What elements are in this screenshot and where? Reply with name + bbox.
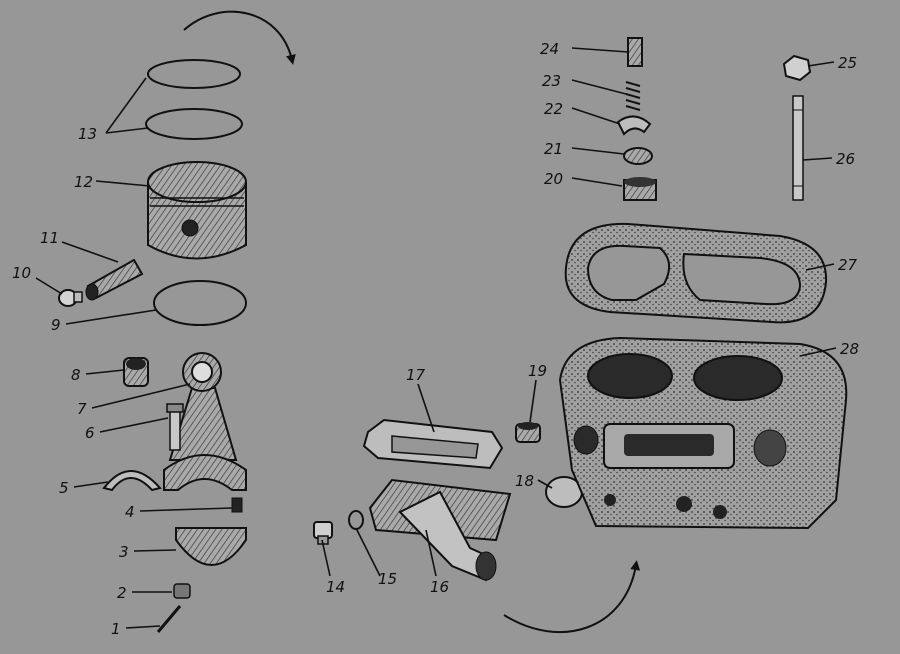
bottom-curved-arrow	[503, 560, 641, 634]
label-14: 14	[326, 578, 345, 596]
label-3: 3	[119, 543, 129, 561]
cotter-pin	[156, 605, 182, 633]
rod-cap	[175, 527, 247, 566]
label-12: 12	[74, 173, 93, 191]
pin-plug	[58, 289, 83, 307]
rod-bolt	[166, 403, 184, 451]
label-6: 6	[85, 424, 95, 442]
valve-seat	[515, 422, 541, 443]
label-8: 8	[71, 366, 81, 384]
label-23: 23	[542, 72, 561, 90]
drain-plug	[313, 521, 333, 545]
label-1: 1	[111, 620, 121, 638]
label-10: 10	[12, 264, 31, 282]
label-7: 7	[77, 400, 87, 418]
spring-retainer	[616, 115, 652, 136]
stud	[792, 95, 804, 201]
label-15: 15	[378, 570, 397, 588]
connecting-rod	[163, 352, 247, 491]
small-end-bushing	[123, 357, 149, 387]
rod-nut	[173, 583, 191, 599]
head-gasket	[564, 222, 828, 324]
label-13: 13	[78, 125, 97, 143]
label-24: 24	[540, 40, 559, 58]
piston-rings	[145, 59, 243, 140]
label-27: 27	[838, 256, 858, 274]
retaining-ring	[153, 280, 247, 326]
valve-disc	[623, 147, 653, 165]
label-26: 26	[836, 150, 855, 168]
label-17: 17	[406, 366, 426, 384]
label-18: 18	[515, 472, 534, 490]
inlet-pipe	[368, 478, 512, 582]
label-20: 20	[544, 170, 563, 188]
valve-cup	[623, 177, 657, 201]
label-2: 2	[117, 584, 127, 602]
piston-pin	[85, 258, 144, 301]
label-22: 22	[544, 100, 563, 118]
label-9: 9	[51, 316, 61, 334]
stud-nut	[782, 54, 812, 82]
label-25: 25	[838, 54, 857, 72]
cylinder-head	[558, 336, 848, 530]
part-labels: 1 2 3 4 5 6 7 8 9 10 11 12 13 14 15 16 1…	[12, 40, 859, 638]
sealing-washer	[348, 510, 364, 530]
spring-stop	[627, 37, 643, 67]
piston	[147, 161, 247, 260]
label-5: 5	[59, 479, 69, 497]
label-19: 19	[528, 362, 547, 380]
label-16: 16	[430, 578, 449, 596]
label-11: 11	[40, 229, 59, 247]
inlet-gasket	[362, 418, 504, 470]
label-21: 21	[544, 140, 563, 158]
upper-bearing-shell	[102, 470, 162, 492]
leader-lines	[35, 47, 837, 629]
label-4: 4	[125, 503, 135, 521]
valve-spring	[625, 81, 641, 111]
lock-washer	[231, 497, 243, 513]
top-curved-arrow	[183, 10, 296, 65]
label-28: 28	[840, 340, 859, 358]
